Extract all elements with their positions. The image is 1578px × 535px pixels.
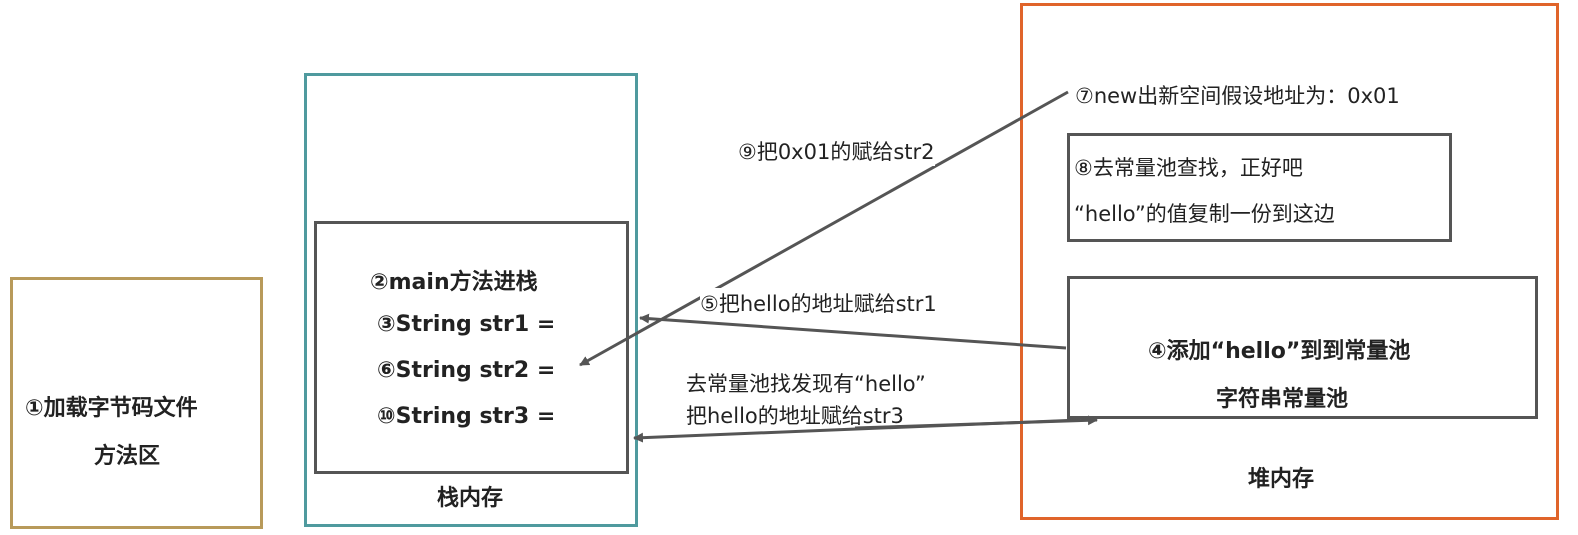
pool-box-step4: ④添加“hello”到到常量池 — [1148, 339, 1411, 364]
arrow-label-step5: ⑤把hello的地址赋给str1 — [700, 288, 937, 318]
copy-box-line2: “hello”的值复制一份到这边 — [1074, 202, 1335, 226]
main-method-frame — [314, 221, 629, 474]
arrow-label-str3-line2: 把hello的地址赋给str3 — [686, 404, 904, 428]
main-frame-step2: ②main方法进栈 — [370, 270, 538, 295]
method-area-step1: ①加载字节码文件 — [25, 396, 198, 421]
heap-area-box — [1020, 3, 1559, 520]
arrow-str3-to-pool — [854, 415, 1098, 430]
arrow-step5 — [639, 313, 1067, 350]
stack-area-box — [304, 73, 638, 527]
main-frame-step3: ③String str1 = — [377, 312, 556, 337]
heap-area-label: 堆内存 — [1248, 467, 1315, 492]
arrow-label-str3-line1: 去常量池找发现有“hello” — [686, 372, 926, 396]
method-area-label: 方法区 — [94, 444, 161, 469]
arrow-label-step9: ⑨把0x01的赋给str2 — [738, 136, 935, 166]
copy-value-box — [1067, 133, 1452, 242]
method-area-box — [10, 277, 263, 529]
main-frame-step10: ⑩String str3 = — [377, 404, 556, 429]
arrow-step9 — [579, 90, 1069, 367]
heap-step7: ⑦new出新空间假设地址为：0x01 — [1075, 84, 1400, 108]
copy-box-line1: ⑧去常量池查找，正好吧 — [1074, 156, 1303, 180]
main-frame-step6: ⑥String str2 = — [377, 358, 556, 383]
string-constant-pool-box — [1067, 276, 1538, 419]
pool-box-label: 字符串常量池 — [1216, 387, 1349, 412]
stack-area-label: 栈内存 — [437, 486, 504, 511]
